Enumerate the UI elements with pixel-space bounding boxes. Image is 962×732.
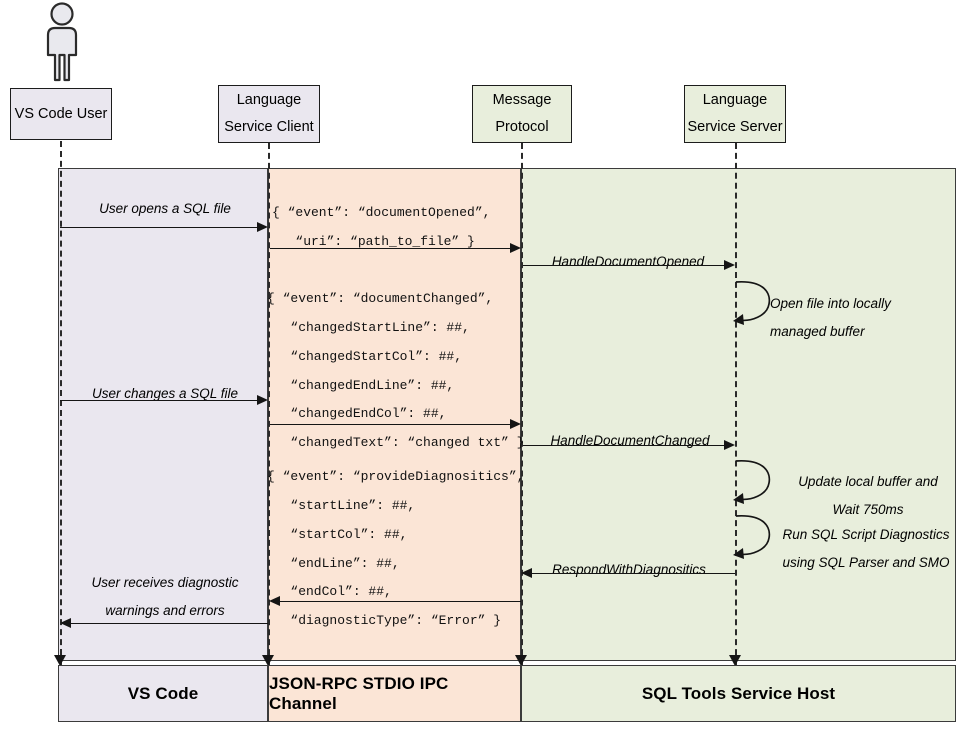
self-loop-update-buffer-icon <box>733 460 771 504</box>
swimlane-band-ipc <box>268 168 521 661</box>
footer-vs-code: VS Code <box>58 665 268 722</box>
message-label-user-changes-sql-file: User changes a SQL file <box>91 386 239 401</box>
lifeline-header-vs-code-user[interactable]: VS Code User <box>10 88 112 140</box>
self-action-open-file-into-buffer: Open file into locally managed buffer <box>770 290 962 345</box>
arrow-head-document-changed-to-protocol <box>510 418 521 429</box>
lifeline-label-line2: Service Server <box>687 119 783 135</box>
arrow-user-opens-sql-file <box>60 227 258 228</box>
lifeline-end-arrow-language-service-client <box>262 655 274 666</box>
message-label-handle-document-opened: HandleDocumentOpened <box>551 254 705 269</box>
arrow-head-respond-with-diagnositics <box>521 567 532 578</box>
json-payload-provide-diagnositics: { “event”: “provideDiagnositics”, “start… <box>267 469 525 629</box>
footer-label: SQL Tools Service Host <box>641 683 836 703</box>
json-payload-document-changed: { “event”: “documentChanged”, “changedSt… <box>267 291 525 451</box>
self-loop-open-file-into-buffer-icon <box>733 281 771 325</box>
arrow-handle-document-opened <box>523 265 725 266</box>
swimlane-band-host <box>521 168 956 661</box>
lifeline-label-line2: Protocol <box>495 119 549 135</box>
self-action-line1: Open file into locally <box>770 296 891 311</box>
arrow-head-user-opens-sql-file <box>257 221 268 232</box>
arrow-user-receives-diagnostics <box>70 623 268 624</box>
lifeline-end-arrow-language-service-server <box>729 655 741 666</box>
arrow-diagnostics-to-client <box>279 601 521 602</box>
footer-label: VS Code <box>127 683 199 703</box>
arrow-head-handle-document-changed <box>724 439 735 450</box>
footer-ipc: JSON-RPC STDIO IPC Channel <box>268 665 521 722</box>
self-loop-run-diagnostics-icon <box>733 515 771 559</box>
footer-label: JSON-RPC STDIO IPC Channel <box>269 673 449 713</box>
json-payload-document-opened: { “event”: “documentOpened”, “uri”: “pat… <box>272 205 491 249</box>
lifeline-end-arrow-message-protocol <box>515 655 527 666</box>
swimlane-band-vs-code <box>58 168 268 661</box>
arrow-document-changed-to-protocol <box>270 424 511 425</box>
lifeline-label-line1: Language <box>236 92 302 109</box>
message-label-respond-with-diagnositics: RespondWithDiagnositics <box>552 562 706 577</box>
lifeline-header-message-protocol[interactable]: Message Protocol <box>472 85 572 143</box>
lifeline-label-line1: Language <box>702 92 768 109</box>
message-label-handle-document-changed: HandleDocumentChanged <box>550 433 710 448</box>
lifeline-header-language-service-server[interactable]: Language Service Server <box>684 85 786 143</box>
self-action-update-buffer-and-wait: Update local buffer and Wait 750ms <box>770 468 962 523</box>
arrow-head-user-changes-sql-file <box>257 394 268 405</box>
lifeline-header-language-service-client[interactable]: Language Service Client <box>218 85 320 143</box>
lifeline-label-line1: VS Code User <box>14 105 108 122</box>
footer-host: SQL Tools Service Host <box>521 665 956 722</box>
self-action-line2: Wait 750ms <box>832 501 904 517</box>
lifeline-label-line1: Message <box>492 92 552 109</box>
lifeline-vs-code-user <box>60 141 62 665</box>
self-action-line1: Run SQL Script Diagnostics <box>782 527 950 542</box>
arrow-user-changes-sql-file <box>60 400 258 401</box>
self-action-run-sql-script-diagnostics: Run SQL Script Diagnostics using SQL Par… <box>766 521 962 576</box>
arrow-head-document-opened-to-protocol <box>510 242 521 253</box>
user-message-line1: User receives diagnostic <box>91 575 239 590</box>
lifeline-label-line2: Service Client <box>224 119 314 135</box>
lifeline-message-protocol <box>521 143 523 665</box>
arrow-document-opened-to-protocol <box>270 248 511 249</box>
arrow-head-user-receives-diagnostics <box>60 617 71 628</box>
message-label-user-receives-diagnostics: User receives diagnostic warnings and er… <box>62 569 268 624</box>
arrow-head-diagnostics-to-client <box>269 595 280 606</box>
lifeline-end-arrow-vs-code-user <box>54 655 66 666</box>
self-action-line2: managed buffer <box>770 323 865 339</box>
arrow-handle-document-changed <box>523 445 725 446</box>
vs-code-user-actor-icon <box>46 2 78 82</box>
user-message-line2: warnings and errors <box>105 602 225 618</box>
self-action-line1: Update local buffer and <box>798 474 938 489</box>
arrow-respond-with-diagnositics <box>531 573 735 574</box>
lifeline-language-service-client <box>268 143 270 665</box>
arrow-head-handle-document-opened <box>724 259 735 270</box>
message-label-user-opens-sql-file: User opens a SQL file <box>99 201 231 216</box>
lifeline-language-service-server <box>735 143 737 665</box>
self-action-line2: using SQL Parser and SMO <box>782 554 950 570</box>
